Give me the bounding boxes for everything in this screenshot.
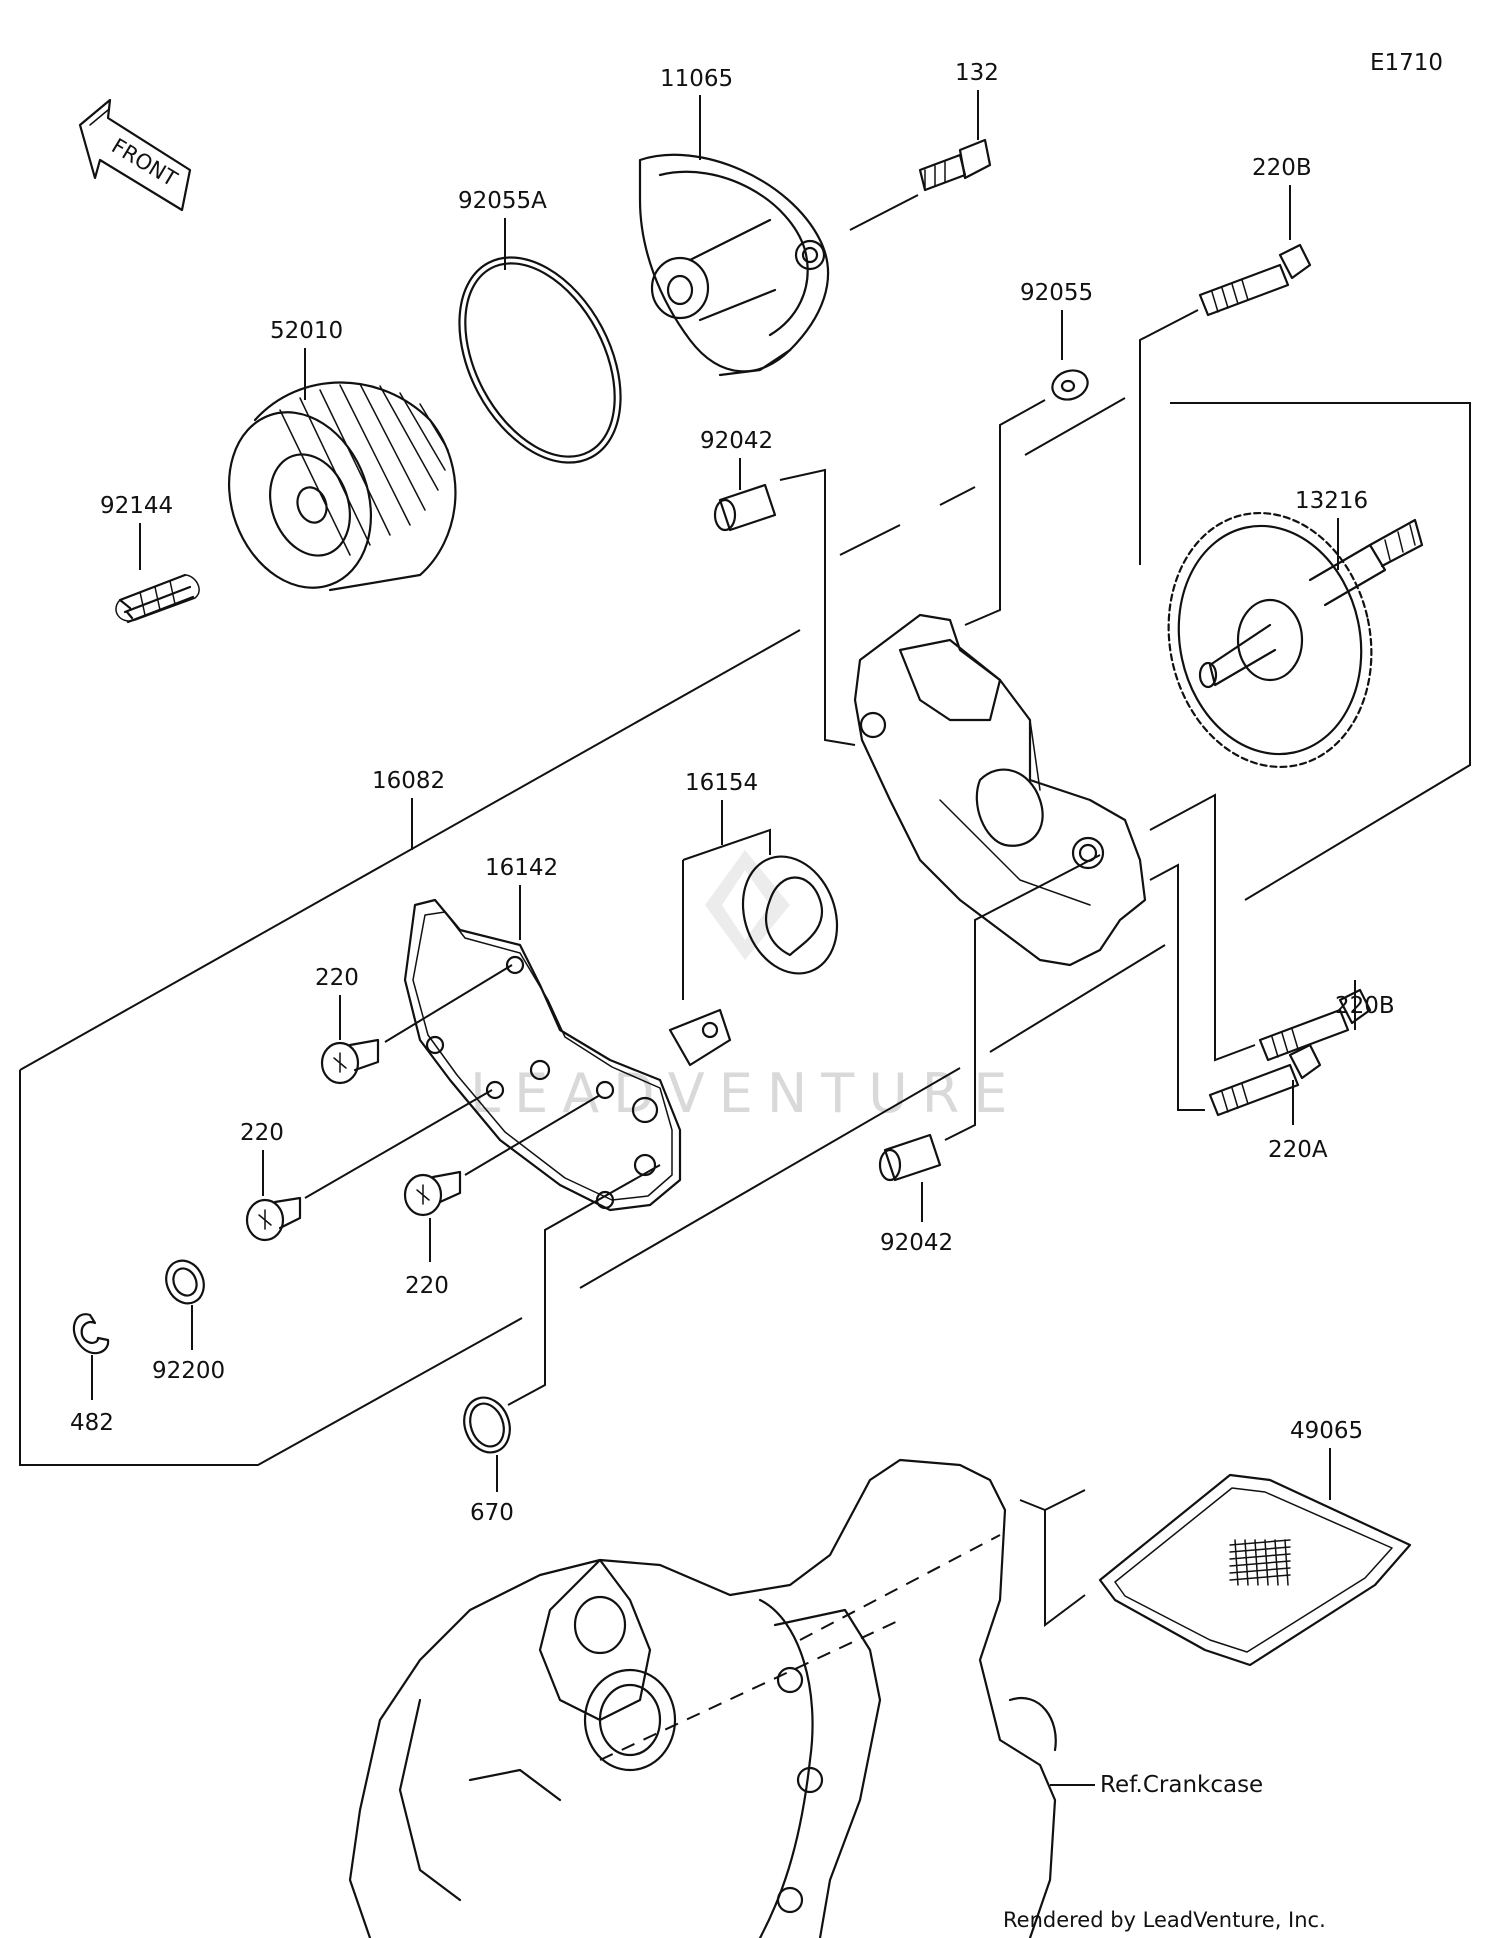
part-92144-spring[interactable]: [115, 573, 200, 624]
part-220b-bolt-mid[interactable]: [1258, 988, 1372, 1062]
part-number-220-c[interactable]: 220: [405, 1273, 449, 1299]
part-number-49065[interactable]: 49065: [1290, 1418, 1363, 1444]
part-92042-dowel-bottom[interactable]: [878, 1133, 942, 1182]
part-number-670[interactable]: 670: [470, 1500, 514, 1526]
part-number-11065[interactable]: 11065: [660, 66, 733, 92]
part-220-screw-b[interactable]: [245, 1196, 302, 1242]
part-number-132[interactable]: 132: [955, 60, 999, 86]
leader-16154: [682, 800, 771, 1000]
part-number-92055a[interactable]: 92055A: [458, 188, 547, 214]
crankcase-reference-outline: [348, 1458, 1057, 1938]
part-220b-bolt-top[interactable]: [1198, 243, 1312, 317]
leader-670: [496, 1164, 661, 1492]
part-220-screw-c[interactable]: [403, 1170, 462, 1217]
leadventure-watermark: LEADVENTURE: [470, 850, 1021, 1125]
part-number-220-a[interactable]: 220: [315, 965, 359, 991]
leader-220a: [1149, 863, 1294, 1125]
part-number-220a[interactable]: 220A: [1268, 1137, 1328, 1163]
watermark-text: LEADVENTURE: [470, 1062, 1021, 1125]
bracket-16082-top: [19, 629, 801, 1071]
bracket-13216: [1170, 402, 1471, 901]
leader-49065: [1019, 1448, 1331, 1627]
part-13216-gear-shaft[interactable]: [1146, 494, 1424, 786]
part-92200-washer[interactable]: [159, 1254, 210, 1309]
part-92042-dowel-top[interactable]: [713, 483, 777, 532]
part-482-circlip[interactable]: [72, 1313, 110, 1355]
part-11065-filter-cover[interactable]: [638, 153, 830, 377]
part-number-92200[interactable]: 92200: [152, 1358, 225, 1384]
part-number-220b-mid[interactable]: 220B: [1335, 993, 1395, 1019]
leader-220-b: [262, 1089, 493, 1199]
leader-92042-top: [739, 458, 856, 746]
leader-220-a: [339, 964, 513, 1043]
part-16142-gasket-plate[interactable]: [403, 898, 682, 1212]
leader-220b-mid: [1149, 793, 1356, 1062]
part-number-16082[interactable]: 16082: [372, 768, 445, 794]
leader-220b-top: [1139, 185, 1291, 565]
part-16154-rotor[interactable]: [668, 843, 853, 1067]
bracket-16082: [19, 1070, 523, 1466]
part-number-92042-top[interactable]: 92042: [700, 428, 773, 454]
part-220-screw-a[interactable]: [320, 1038, 380, 1085]
footer-credit: Rendered by LeadVenture, Inc.: [1003, 1908, 1326, 1932]
part-670-o-ring[interactable]: [457, 1391, 517, 1459]
leader-132: [849, 90, 979, 231]
part-92055-washer[interactable]: [1048, 366, 1091, 405]
part-number-92042-bottom[interactable]: 92042: [880, 1230, 953, 1256]
diagram-code: E1710: [1370, 50, 1443, 76]
part-number-16142[interactable]: 16142: [485, 855, 558, 881]
part-number-482[interactable]: 482: [70, 1410, 114, 1436]
ref-crankcase-label[interactable]: Ref.Crankcase: [1100, 1772, 1263, 1798]
leader-92042-bottom: [921, 854, 1101, 1222]
front-arrow-icon: FRONT: [78, 98, 192, 212]
part-132-bolt[interactable]: [918, 138, 992, 192]
leader-92055: [964, 310, 1063, 626]
part-number-220-b[interactable]: 220: [240, 1120, 284, 1146]
part-number-220b-top[interactable]: 220B: [1252, 155, 1312, 181]
oil-pump-body[interactable]: [853, 613, 1147, 967]
part-220a-bolt[interactable]: [1208, 1043, 1322, 1117]
part-number-16154[interactable]: 16154: [685, 770, 758, 796]
part-92055a-o-ring[interactable]: [427, 230, 654, 490]
part-number-92144[interactable]: 92144: [100, 493, 173, 519]
part-number-13216[interactable]: 13216: [1295, 488, 1368, 514]
alignment-lines: [579, 397, 1166, 1511]
part-number-52010[interactable]: 52010: [270, 318, 343, 344]
part-number-92055[interactable]: 92055: [1020, 280, 1093, 306]
part-52010-oil-filter[interactable]: [205, 381, 457, 608]
part-49065-oil-strainer[interactable]: [1098, 1473, 1412, 1667]
leader-220-c: [429, 1094, 601, 1262]
